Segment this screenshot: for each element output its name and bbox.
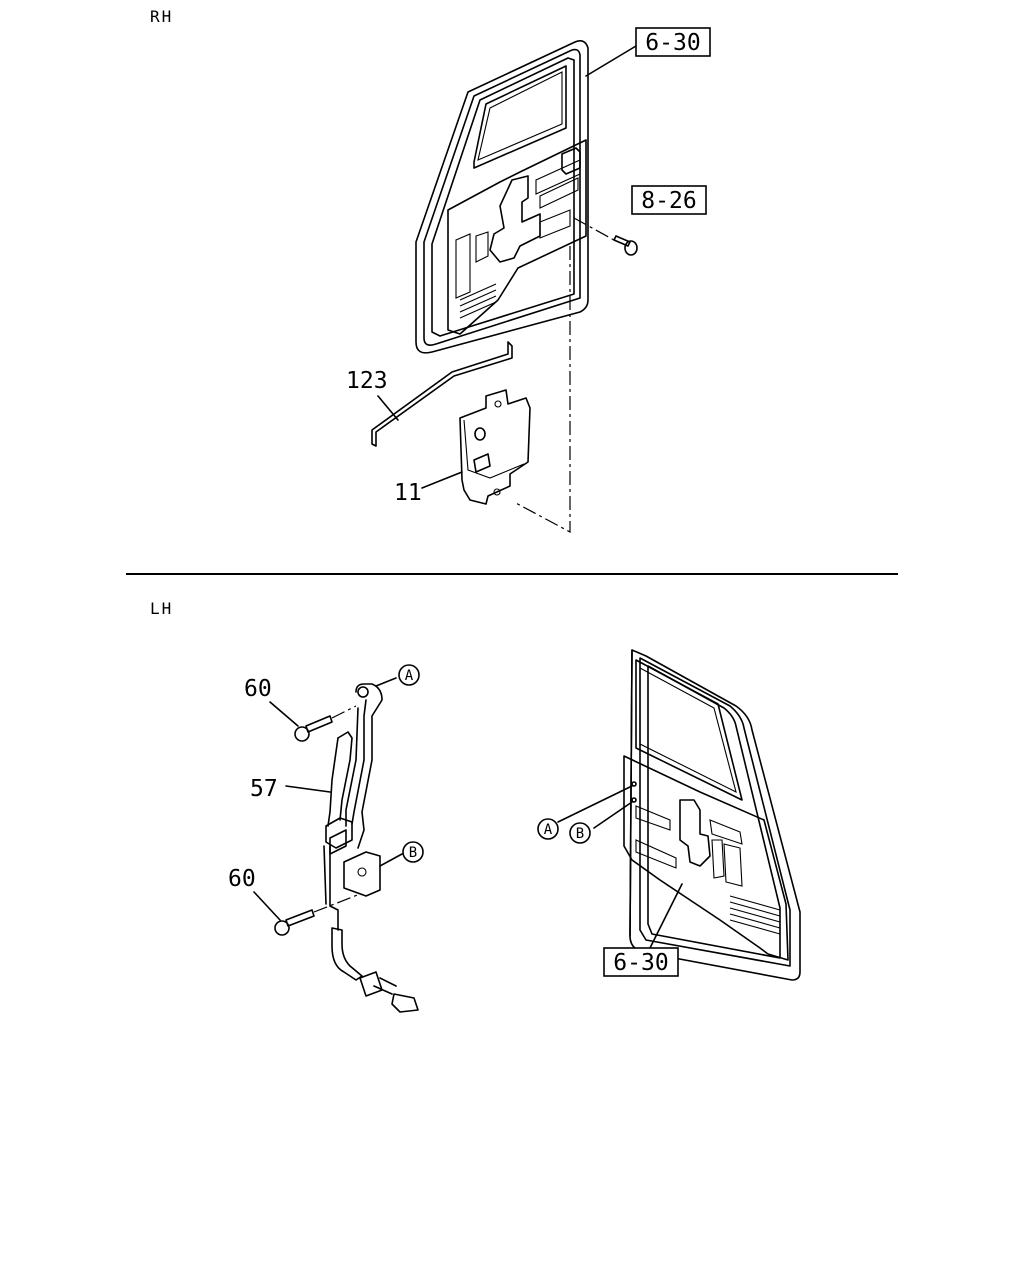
lh-bolt-top [294,705,357,742]
svg-text:A: A [544,822,553,838]
lh-ref-a-door: A [537,818,559,840]
lh-bolt-bottom-callout: 60 [228,866,256,892]
lh-door-callout: 6-30 [603,947,679,977]
rh-link-rod [371,341,513,447]
svg-text:B: B [409,845,417,861]
rh-screw-callout-text: 8-26 [641,188,696,214]
rh-screw-callout: 8-26 [631,185,707,215]
rh-unit-callout: 11 [394,480,422,506]
rh-door-callout-text: 6-30 [645,30,700,56]
lh-door-callout-text: 6-30 [613,950,668,976]
rh-screw-axis-line [573,217,615,241]
svg-text:A: A [405,668,414,684]
lh-door-leaders [557,785,683,949]
rh-lock-unit [459,389,531,505]
lh-door-panel [623,649,801,981]
rh-screw [613,235,638,256]
lh-bolt-top-callout: 60 [244,676,272,702]
svg-text:B: B [576,826,584,842]
rh-callout-leaders [377,45,637,489]
lh-ref-b-door: B [569,822,591,844]
lh-cable-callout: 57 [250,776,278,802]
lh-section-label: LH [150,599,173,618]
lh-ref-a-assembly: A [398,664,420,686]
lh-cable-bracket [323,683,419,1013]
rh-alignment-line [513,246,571,534]
lh-bolt-bottom [274,893,361,936]
rh-rod-callout: 123 [346,368,388,394]
rh-door-panel [415,40,589,354]
rh-door-callout: 6-30 [635,27,711,57]
rh-section-label: RH [150,7,173,26]
lh-ref-b-assembly: B [402,841,424,863]
lh-callout-leaders [253,677,403,921]
